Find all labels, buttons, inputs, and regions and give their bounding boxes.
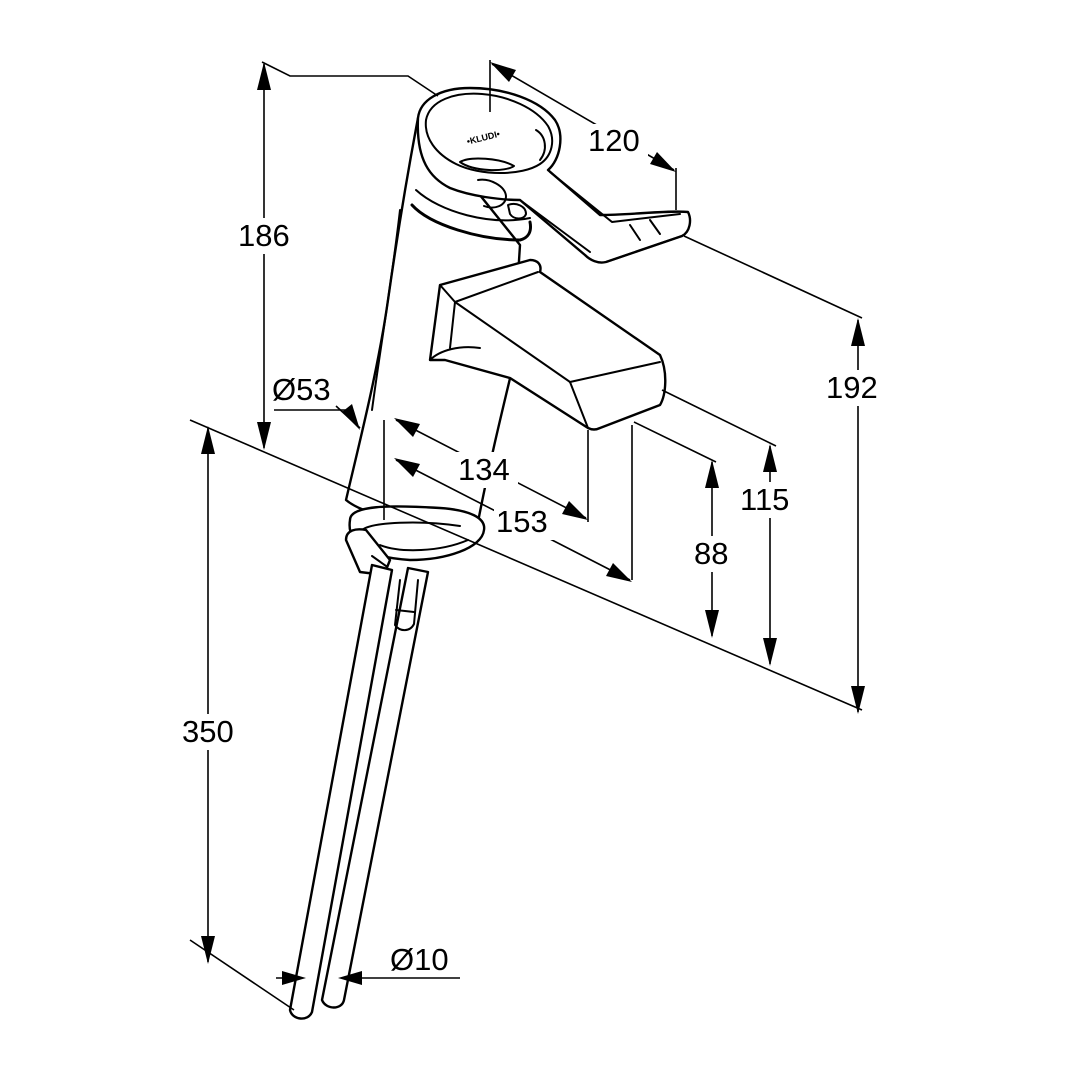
label-115: 115 bbox=[740, 482, 789, 517]
lever-handle: •KLUDI• bbox=[410, 86, 692, 264]
label-120: 120 bbox=[588, 123, 640, 158]
spout bbox=[428, 258, 667, 431]
connection-hoses bbox=[288, 563, 430, 1020]
label-diameter-53: Ø53 bbox=[272, 372, 331, 407]
label-134: 134 bbox=[458, 452, 510, 487]
label-186: 186 bbox=[238, 218, 290, 253]
label-153: 153 bbox=[496, 504, 548, 539]
label-192: 192 bbox=[826, 370, 878, 405]
label-350: 350 bbox=[182, 714, 234, 749]
extension-lines bbox=[189, 60, 863, 1011]
label-88: 88 bbox=[694, 536, 728, 571]
label-diameter-10: Ø10 bbox=[390, 942, 449, 977]
dimension-labels: 186 120 192 115 88 Ø53 134 153 350 Ø10 bbox=[180, 123, 886, 977]
